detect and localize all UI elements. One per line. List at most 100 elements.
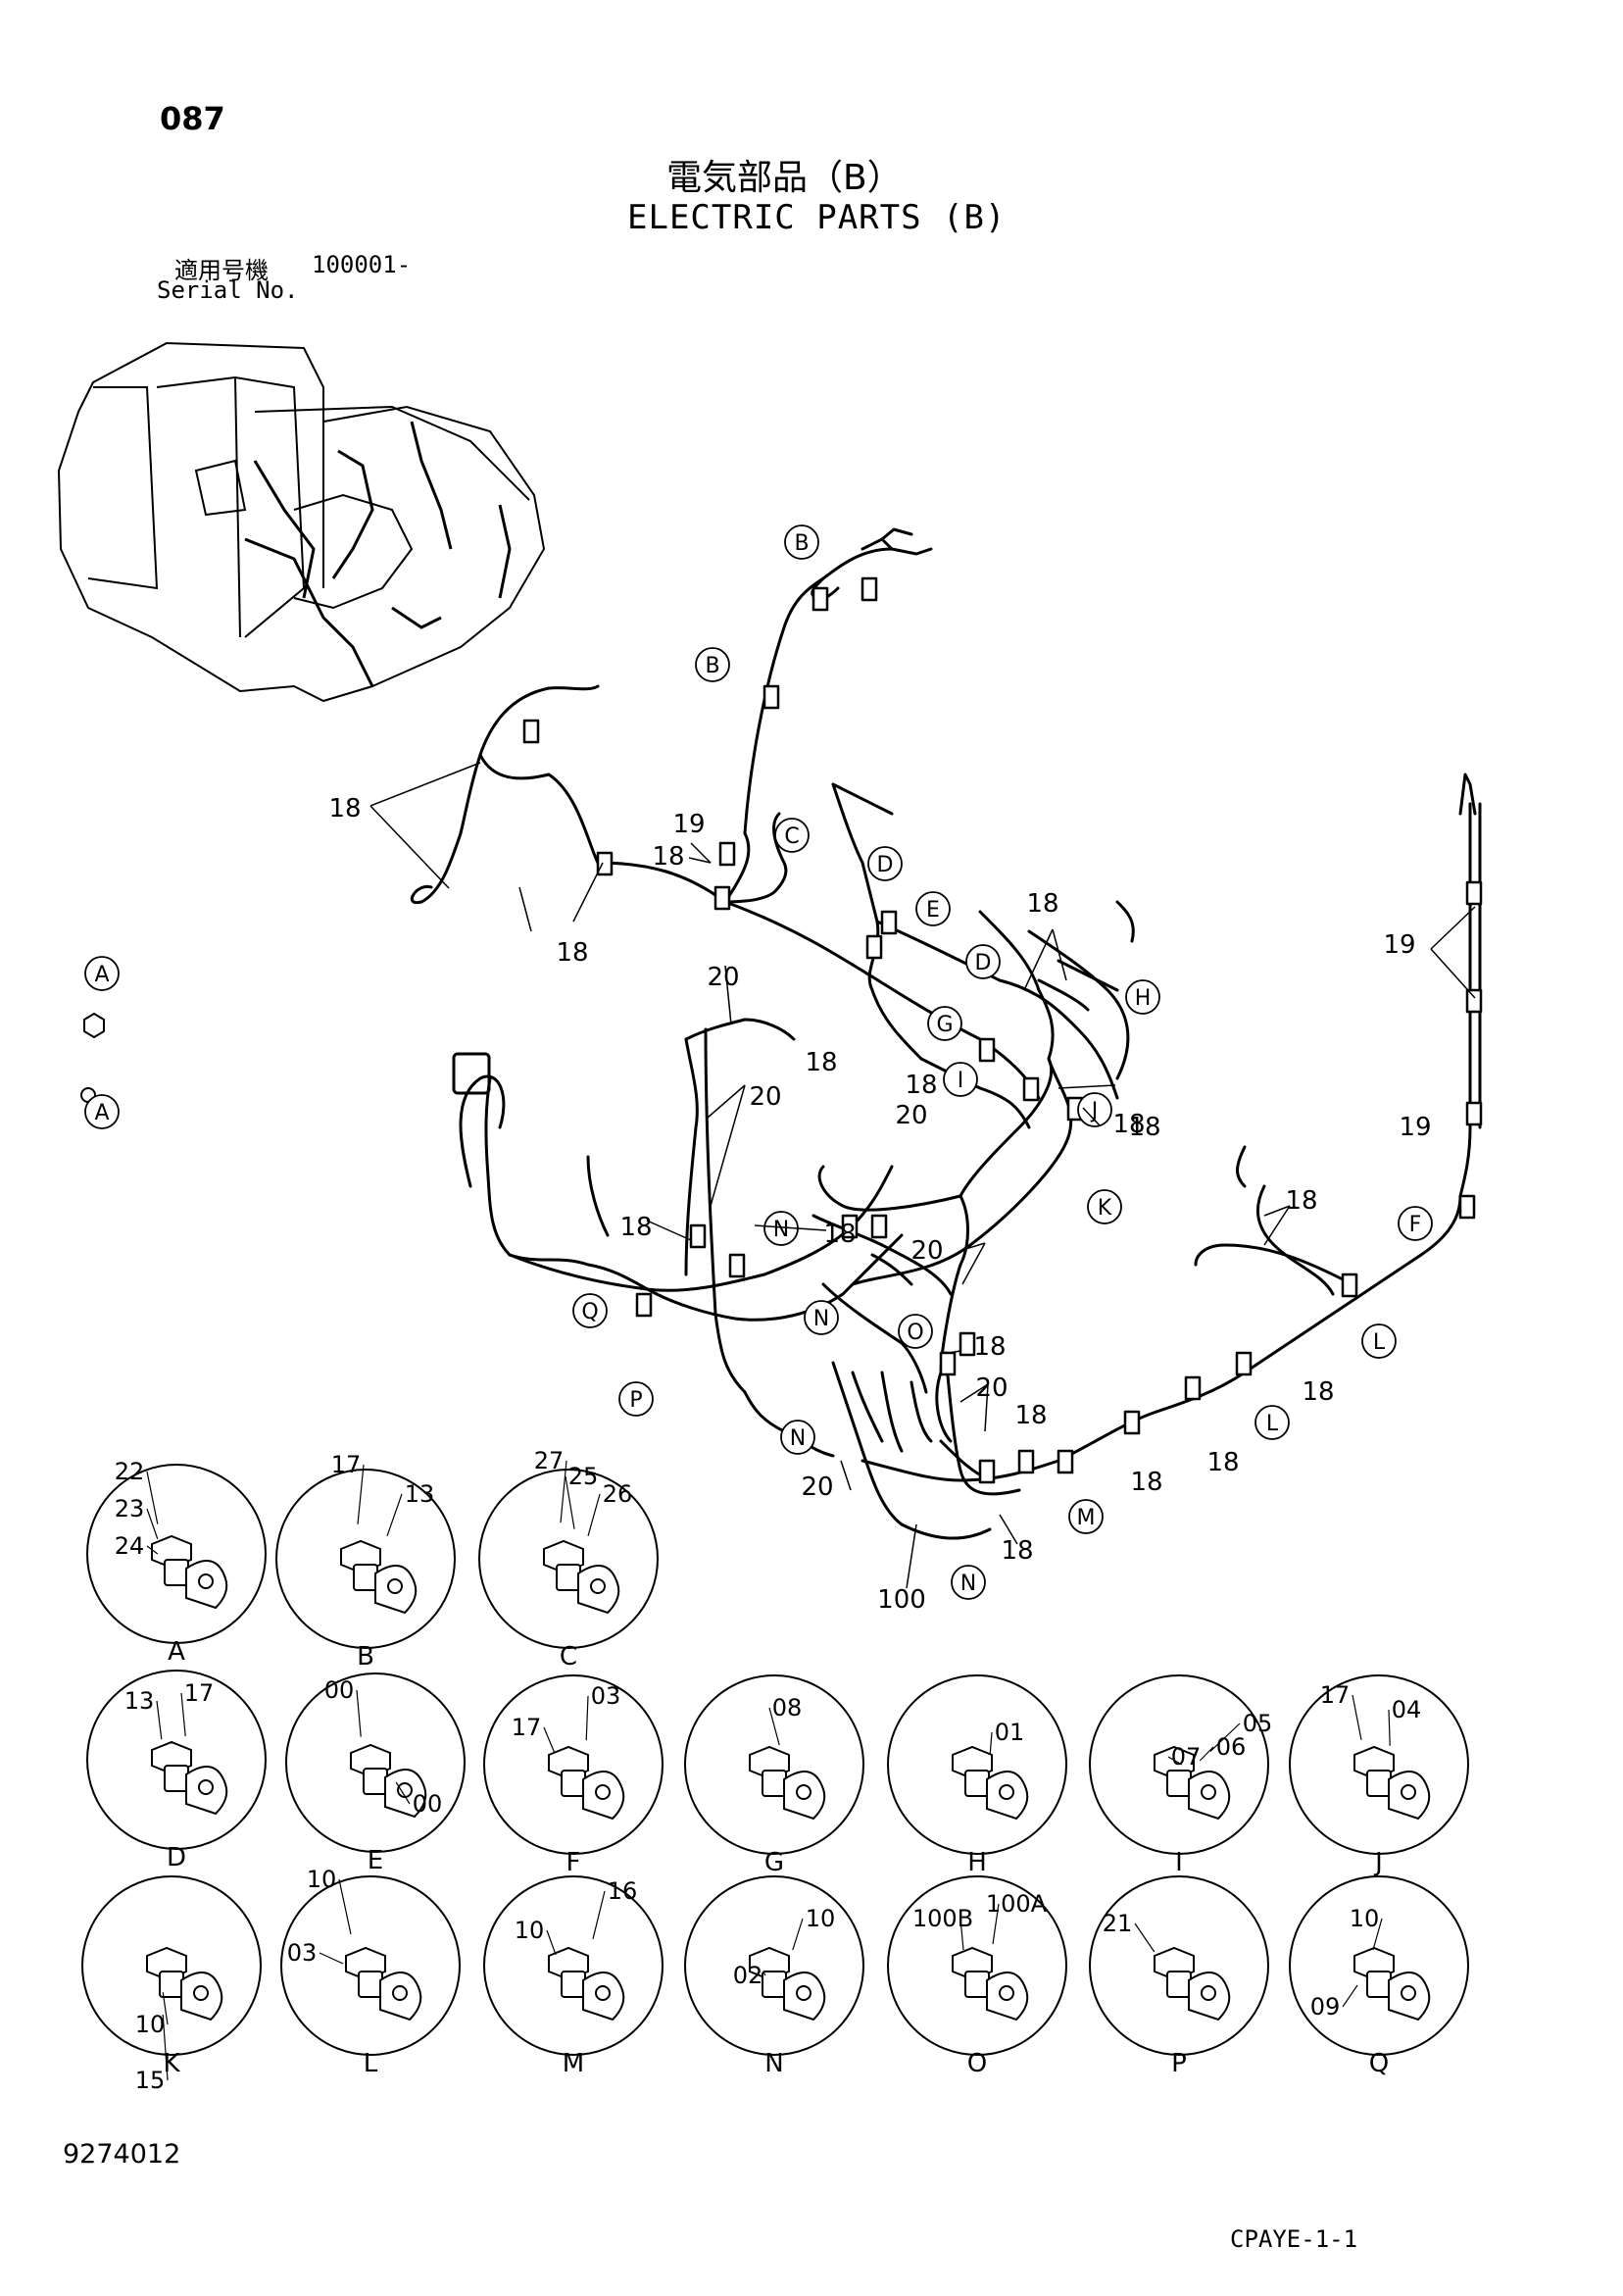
callout-m: M xyxy=(1068,1499,1104,1534)
part-number-label: 18 xyxy=(973,1332,1006,1362)
part-number-label: 19 xyxy=(1383,930,1415,960)
excavator-overview-illustration xyxy=(57,341,546,703)
callout-letter: F xyxy=(1409,1213,1422,1237)
callout-n: N xyxy=(804,1300,839,1335)
detail-part-number: 10 xyxy=(515,1917,545,1944)
detail-part-number: 17 xyxy=(1320,1681,1351,1709)
detail-letter: M xyxy=(563,2049,584,2078)
part-number-label: 18 xyxy=(619,1213,652,1242)
callout-letter: M xyxy=(1077,1506,1096,1530)
detail-letter: C xyxy=(560,1642,577,1672)
detail-part-number: 24 xyxy=(115,1532,145,1560)
callout-k: K xyxy=(1087,1189,1122,1224)
detail-letter: G xyxy=(764,1848,784,1877)
serial-label-japanese: 適用号機 xyxy=(174,257,269,284)
callout-letter: N xyxy=(960,1572,976,1596)
detail-part-number: 00 xyxy=(413,1790,443,1818)
callout-p: P xyxy=(618,1381,654,1417)
detail-part-number: 01 xyxy=(995,1719,1025,1746)
page-title-japanese: 電気部品（B） xyxy=(666,158,903,198)
detail-part-number: 03 xyxy=(287,1939,318,1967)
part-number-label: 100 xyxy=(877,1585,926,1615)
detail-part-number: 03 xyxy=(591,1682,621,1710)
callout-letter: E xyxy=(926,898,940,923)
detail-part-number: 27 xyxy=(534,1447,565,1474)
part-number-label: 18 xyxy=(1026,889,1058,919)
detail-part-number: 100B xyxy=(912,1905,973,1932)
part-number-label: 20 xyxy=(801,1472,833,1502)
detail-part-number: 15 xyxy=(135,2067,166,2094)
detail-part-number: 04 xyxy=(1392,1696,1422,1723)
callout-c: C xyxy=(774,818,810,853)
hardware-icon xyxy=(548,1745,625,1821)
detail-letter: I xyxy=(1175,1848,1183,1877)
callout-q: Q xyxy=(572,1293,608,1328)
part-number-label: 20 xyxy=(895,1101,927,1130)
detail-part-number: 17 xyxy=(184,1679,215,1707)
serial-number-value: 100001- xyxy=(312,251,412,278)
callout-b: B xyxy=(784,524,819,560)
detail-part-number: 16 xyxy=(608,1877,638,1905)
callout-letter: N xyxy=(773,1218,789,1242)
callout-letter: J xyxy=(1090,1099,1099,1123)
callout-letter: L xyxy=(1373,1330,1386,1355)
callout-letter: O xyxy=(907,1321,923,1345)
detail-view-h: H01 xyxy=(887,1674,1067,1877)
hardware-icon xyxy=(350,1743,427,1819)
hardware-icon xyxy=(1154,1946,1231,2021)
part-number-label: 18 xyxy=(652,842,684,872)
callout-letter: I xyxy=(958,1069,964,1093)
detail-letter: N xyxy=(764,2049,783,2078)
hardware-icon xyxy=(952,1745,1029,1821)
detail-part-number: 26 xyxy=(603,1480,633,1508)
detail-part-number: 22 xyxy=(115,1458,145,1485)
detail-view-g: G 08 xyxy=(684,1674,864,1877)
callout-letter: N xyxy=(790,1426,806,1451)
part-number-label: 18 xyxy=(556,938,588,968)
callout-letter: P xyxy=(629,1388,642,1413)
detail-view-p: P21 xyxy=(1089,1875,1269,2078)
callout-h: H xyxy=(1125,979,1160,1015)
hardware-icon xyxy=(340,1539,418,1615)
detail-letter: K xyxy=(163,2049,180,2078)
part-number-label: 19 xyxy=(1399,1113,1431,1142)
detail-view-m: M 16 10 xyxy=(483,1875,664,2078)
leader-lines xyxy=(369,762,1476,1589)
callout-n: N xyxy=(951,1565,986,1600)
part-number-label: 20 xyxy=(910,1236,943,1266)
part-number-label: 18 xyxy=(905,1071,937,1100)
sheet-code: CPAYE-1-1 xyxy=(1230,2225,1358,2253)
callout-j: J xyxy=(1077,1092,1112,1127)
detail-part-number: 10 xyxy=(806,1905,836,1932)
part-number-label: 20 xyxy=(707,963,739,992)
part-number-label: 18 xyxy=(1302,1377,1334,1407)
part-number-label: 18 xyxy=(1014,1401,1047,1430)
serial-label: Serial No. xyxy=(157,276,299,304)
detail-part-number: 21 xyxy=(1103,1910,1133,1937)
callout-letter: Q xyxy=(581,1300,598,1324)
callout-letter: B xyxy=(705,654,719,678)
hardware-icon xyxy=(952,1946,1029,2021)
callout-letter: D xyxy=(877,853,894,877)
detail-part-number: 17 xyxy=(512,1714,542,1741)
hardware-icon xyxy=(548,1946,625,2021)
detail-part-number: 06 xyxy=(1216,1733,1247,1761)
callout-letter: K xyxy=(1098,1196,1112,1221)
detail-part-number: 08 xyxy=(772,1694,803,1722)
callout-letter: G xyxy=(936,1013,953,1037)
hardware-icon xyxy=(749,1946,826,2021)
detail-part-number: 13 xyxy=(405,1480,435,1508)
wire-harness xyxy=(80,527,1483,1540)
part-number-label: 18 xyxy=(1128,1113,1160,1142)
detail-letter: Q xyxy=(1369,2049,1389,2078)
hardware-icon xyxy=(749,1745,826,1821)
